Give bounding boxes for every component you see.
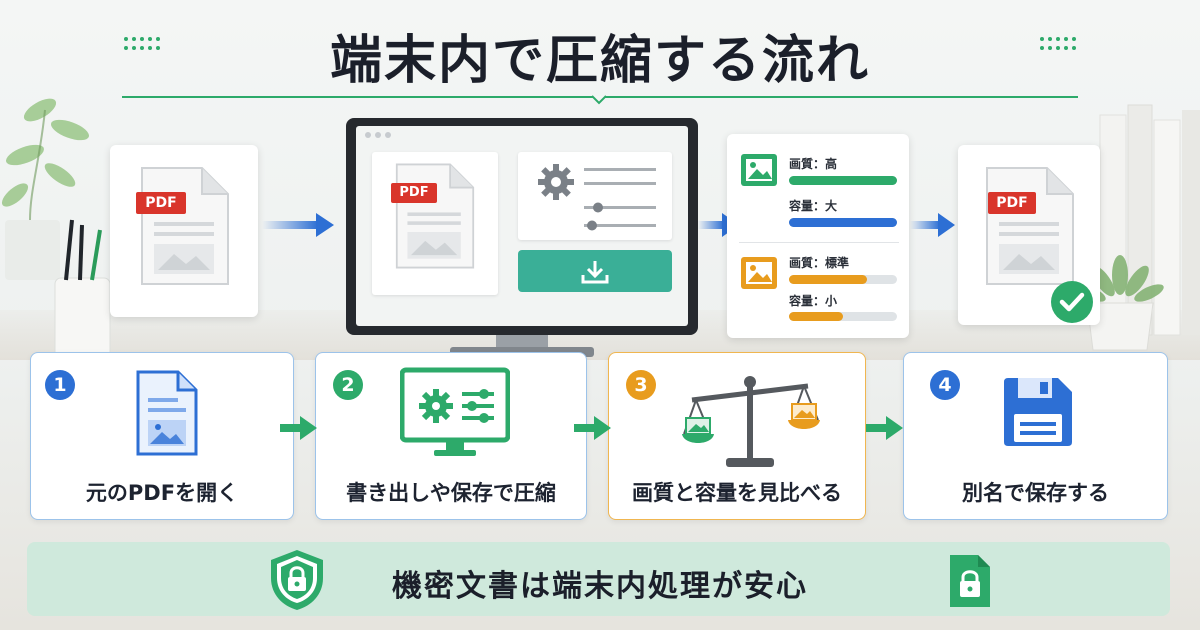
standard-quality-bar	[789, 275, 867, 284]
floppy-disk-icon	[1004, 378, 1072, 446]
step-number-3: 3	[626, 370, 656, 400]
slider-icon	[584, 168, 656, 231]
document-icon	[136, 370, 198, 456]
blue-arrow-icon	[262, 213, 334, 237]
decorative-dots	[1040, 37, 1076, 50]
step-label-3: 画質と容量を見比べる	[632, 481, 842, 505]
title-underline-notch	[592, 95, 606, 105]
blue-arrow-icon	[910, 213, 955, 237]
shield-lock-icon	[271, 550, 323, 610]
green-arrow-icon	[574, 416, 611, 440]
high-quality-label: 画質：高	[789, 157, 838, 171]
step-label-4: 別名で保存する	[962, 481, 1109, 505]
download-icon	[581, 261, 609, 284]
image-icon	[741, 257, 777, 289]
step-label-2: 書き出しや保存で圧縮	[346, 481, 556, 505]
pdf-badge: PDF	[136, 192, 186, 214]
window-controls	[365, 132, 391, 138]
high-size-bar	[789, 218, 897, 227]
high-size-label: 容量：大	[789, 199, 838, 213]
pdf-file-icon	[986, 167, 1074, 285]
monitor-settings-icon	[400, 367, 510, 456]
balance-scale-icon	[682, 376, 820, 467]
standard-size-bar	[789, 312, 843, 321]
image-icon	[741, 154, 777, 186]
green-arrow-icon	[280, 416, 317, 440]
size-bar-track	[789, 312, 897, 321]
document-lock-icon	[950, 555, 990, 607]
standard-quality-label: 画質：標準	[789, 256, 850, 270]
pdf-badge: PDF	[391, 183, 437, 203]
pdf-file-icon	[141, 167, 229, 285]
pdf-badge: PDF	[988, 192, 1036, 214]
step-number-1: 1	[45, 370, 75, 400]
monitor-stand	[496, 335, 548, 349]
step-number-4: 4	[930, 370, 960, 400]
decorative-dots	[124, 37, 160, 50]
standard-size-label: 容量：小	[789, 294, 838, 308]
high-quality-bar	[789, 176, 897, 185]
green-arrow-icon	[866, 416, 903, 440]
plant-pen-cup-decoration	[1, 98, 111, 359]
page-title: 端末内で圧縮する流れ	[329, 31, 870, 91]
step-label-1: 元のPDFを開く	[85, 481, 239, 505]
gear-icon	[538, 164, 574, 200]
footer-message: 機密文書は端末内処理が安心	[392, 569, 808, 604]
step-number-2: 2	[333, 370, 363, 400]
check-icon	[1051, 281, 1093, 323]
compare-divider	[739, 242, 899, 243]
pdf-file-icon	[395, 163, 475, 269]
